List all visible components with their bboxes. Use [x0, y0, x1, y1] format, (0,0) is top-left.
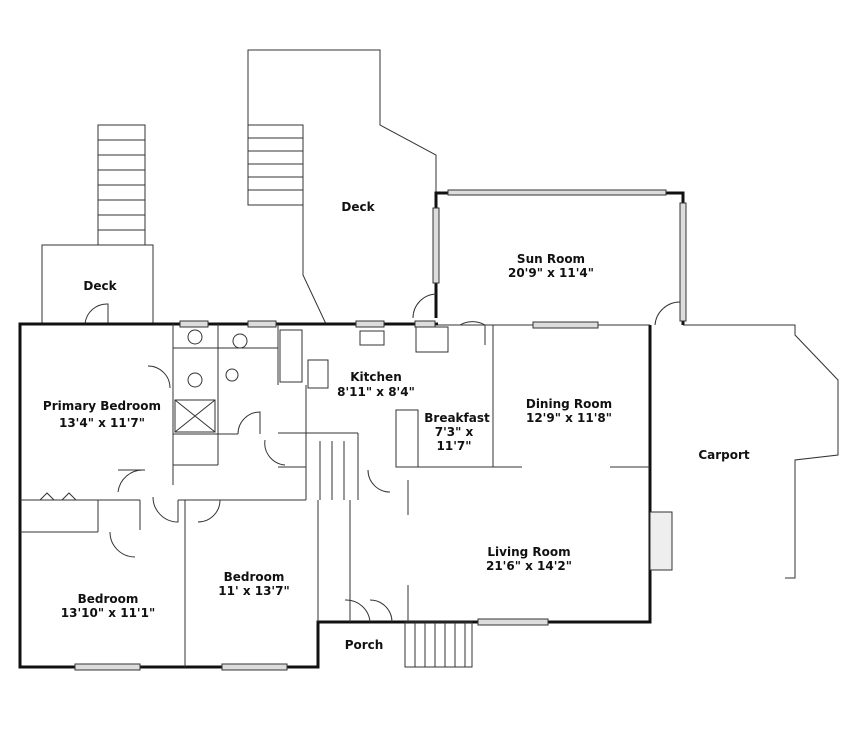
primary-bedroom-label: Primary Bedroom: [43, 399, 161, 413]
sun-room-label: Sun Room: [517, 252, 585, 266]
bedroom-3-size: 13'10" x 11'1": [61, 606, 155, 620]
sun-room-size: 20'9" x 11'4": [508, 266, 594, 280]
kitchen-label: Kitchen: [350, 370, 402, 384]
deck-top-outline: [247, 49, 437, 325]
bedroom-2-size: 11' x 13'7": [218, 584, 289, 598]
porch-stairs: [404, 621, 473, 668]
bedroom-3-label: Bedroom: [78, 592, 139, 606]
interior-walls: [20, 324, 650, 667]
primary-bedroom-size: 13'4" x 11'7": [59, 416, 145, 430]
deck-left-outline: [41, 124, 154, 325]
bedroom-2-label: Bedroom: [224, 570, 285, 584]
breakfast-size-1: 7'3" x: [435, 425, 474, 439]
dining-room-size: 12'9" x 11'8": [526, 411, 612, 425]
carport-outline: [683, 324, 839, 579]
kitchen-size: 8'11" x 8'4": [337, 385, 415, 399]
interior-doors: [39, 365, 393, 623]
exterior-walls: [18, 320, 673, 671]
breakfast-label: Breakfast: [424, 411, 490, 425]
dining-room-label: Dining Room: [526, 397, 612, 411]
porch-label: Porch: [345, 638, 384, 652]
deck-top-label: Deck: [341, 200, 375, 214]
deck-left-label: Deck: [83, 279, 117, 293]
deck-top-stairs: [247, 124, 304, 206]
living-room-label: Living Room: [487, 545, 570, 559]
carport-label: Carport: [698, 448, 750, 462]
breakfast-size-2: 11'7": [437, 439, 472, 453]
sun-room-walls: [412, 189, 687, 345]
living-room-size: 21'6" x 14'2": [486, 559, 572, 573]
